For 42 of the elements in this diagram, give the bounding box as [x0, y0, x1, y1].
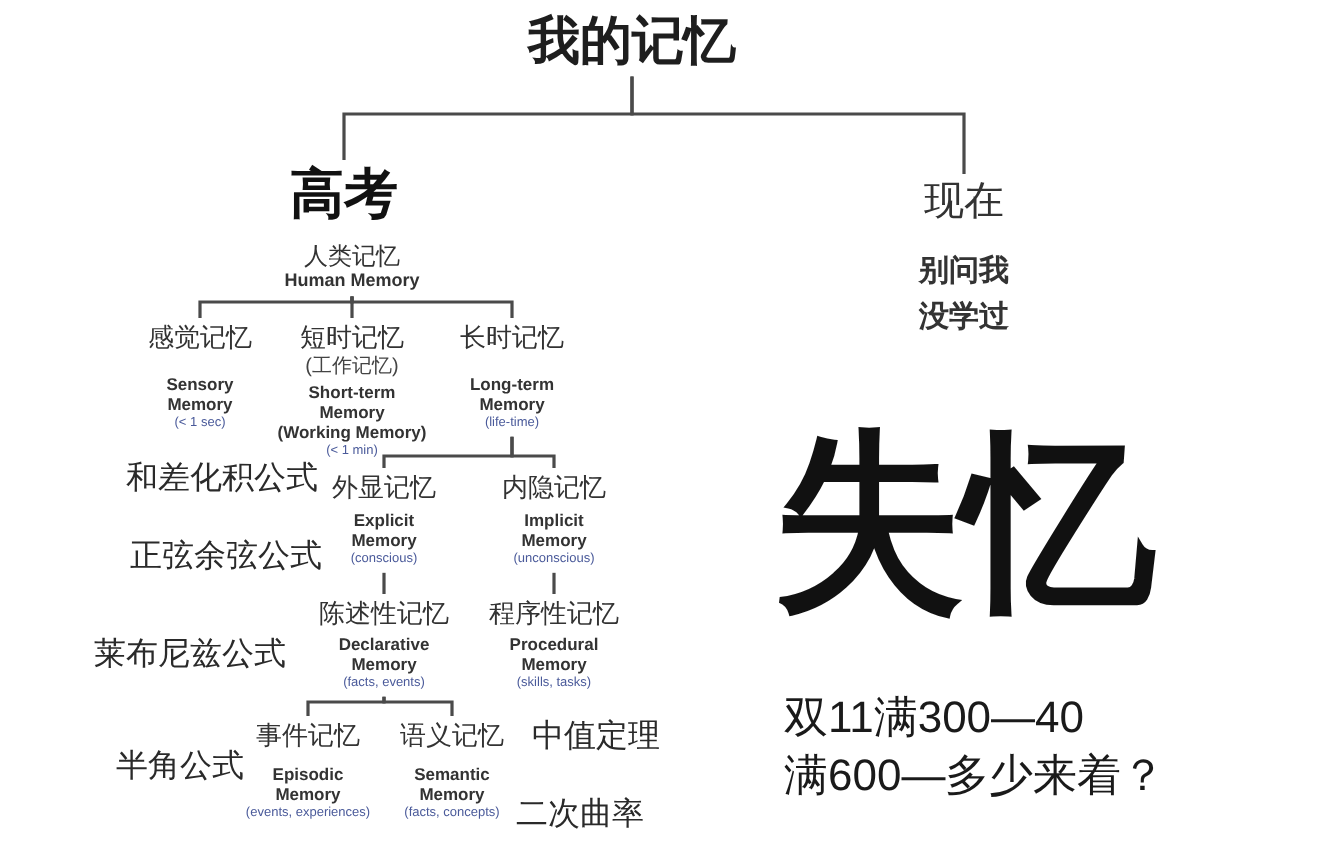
sale-note: 双11满300—40满600—多少来着？ [784, 690, 1166, 804]
tree-connector [198, 296, 354, 318]
tree-connector [510, 436, 556, 468]
english-term: Implicit Memory [521, 509, 587, 550]
branch-heading: 高考 [290, 164, 398, 227]
english-term: Sensory Memory [166, 373, 234, 414]
english-term: Episodic Memory [272, 763, 344, 804]
english-term: (Working Memory) [277, 421, 427, 443]
english-term: Semantic Memory [414, 763, 490, 804]
chinese-term: 陈述性记忆 [319, 598, 449, 630]
formula-name: 和差化积公式 [126, 460, 318, 499]
tree-root-heading: 我的记忆 [528, 10, 736, 73]
tree-connector [350, 296, 514, 318]
chinese-term: 事件记忆 [256, 720, 360, 752]
chinese-term: 语义记忆 [400, 720, 504, 752]
english-term: Explicit Memory [351, 509, 417, 550]
formula-name: 二次曲率 [516, 796, 644, 835]
big-caption: 失忆 [772, 416, 1156, 632]
chinese-term: 外显记忆 [332, 472, 436, 504]
chinese-term: 长时记忆 [460, 322, 564, 354]
formula-name: 正弦余弦公式 [130, 538, 322, 577]
branch-note: 别问我没学过 [917, 252, 1011, 337]
tree-connector [382, 696, 454, 716]
formula-name: 半角公式 [116, 748, 244, 787]
english-term: Human Memory [284, 270, 420, 293]
chinese-term: 程序性记忆 [489, 598, 619, 630]
branch-heading: 现在 [924, 178, 1004, 226]
chinese-term: 内隐记忆 [502, 472, 606, 504]
formula-name: 莱布尼兹公式 [94, 636, 286, 675]
english-term: Declarative Memory [338, 633, 430, 674]
formula-name: 中值定理 [532, 718, 660, 757]
english-term: Long-term Memory [467, 373, 557, 414]
chinese-note: (工作记忆) [305, 355, 399, 380]
tree-connector [630, 76, 966, 174]
tree-connector [382, 572, 386, 594]
tree-connector [306, 696, 386, 716]
chinese-term: 人类记忆 [304, 242, 400, 271]
chinese-term: 短时记忆 [300, 322, 404, 354]
english-term: Procedural Memory [509, 633, 599, 674]
english-term: Short-term Memory [306, 381, 398, 422]
chinese-term: 感觉记忆 [148, 322, 252, 354]
tree-connector [552, 572, 556, 594]
